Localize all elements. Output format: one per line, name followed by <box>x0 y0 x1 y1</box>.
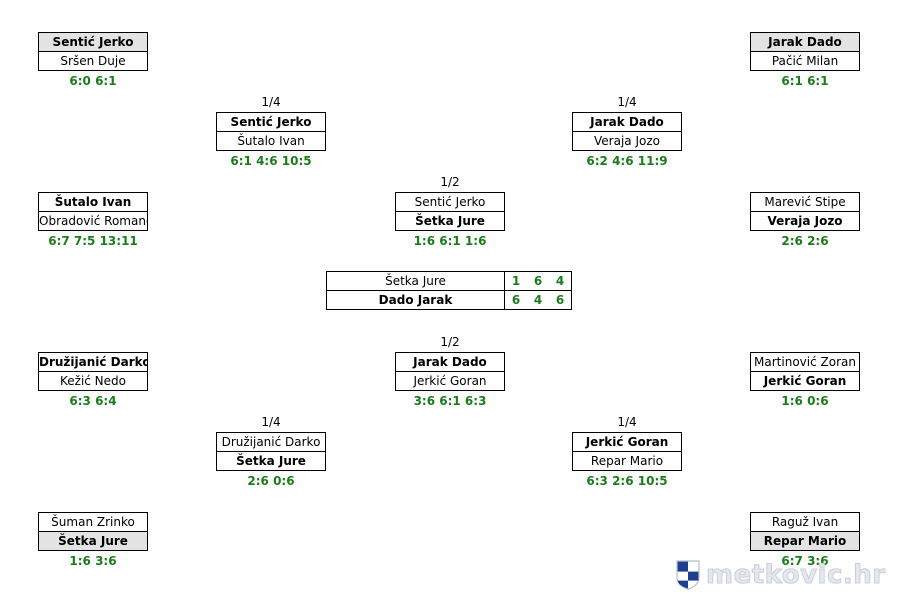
player-name: Šutalo Ivan <box>217 131 325 150</box>
set-score: 6 <box>533 274 543 288</box>
player-name: Jerkić Goran <box>396 371 504 390</box>
player-name: Martinović Zoran <box>754 355 856 369</box>
match-box: Sentić Jerko Šutalo Ivan <box>216 112 326 151</box>
match-score: 1:6 0:6 <box>781 394 829 408</box>
player-name: Jarak Dado <box>751 33 859 51</box>
player-name: Sentić Jerko <box>39 33 147 51</box>
player-name: Repar Mario <box>573 451 681 470</box>
player-name: Sentić Jerko <box>414 195 486 209</box>
match-r1-bottom-left-1: Družijanić Darko Kežić Nedo 6:3 6:4 <box>38 352 148 411</box>
player-name: Šuman Zrinko <box>51 515 135 529</box>
match-box: Šuman Zrinko Šetka Jure <box>38 512 148 551</box>
match-qf-bottom-left: 1/4 Družijanić Darko Šetka Jure 2:6 0:6 <box>216 415 326 491</box>
player-name: Jerkić Goran <box>585 435 669 449</box>
final-player-name: Dado Jarak <box>326 290 505 310</box>
player-name: Šetka Jure <box>39 531 147 550</box>
match-score: 6:7 7:5 13:11 <box>48 234 138 248</box>
match-score: 1:6 3:6 <box>69 554 117 568</box>
match-score: 1:6 6:1 1:6 <box>413 234 487 248</box>
player-name: Jerkić Goran <box>751 371 859 390</box>
round-label: 1/4 <box>261 95 281 109</box>
match-r1-top-right-2: Marević Stipe Veraja Jozo 2:6 2:6 <box>750 192 860 251</box>
match-r1-top-right-1: Jarak Dado Pačić Milan 6:1 6:1 <box>750 32 860 91</box>
player-name: Sršen Duje <box>39 51 147 70</box>
match-box: Jarak Dado Pačić Milan <box>750 32 860 71</box>
match-score: 6:3 2:6 10:5 <box>586 474 668 488</box>
player-name: Pačić Milan <box>751 51 859 70</box>
set-score: 4 <box>555 274 565 288</box>
set-score: 6 <box>511 293 521 307</box>
set-score: 4 <box>533 293 543 307</box>
match-qf-top-right: 1/4 Jarak Dado Veraja Jozo 6:2 4:6 11:9 <box>572 95 682 171</box>
round-label: 1/4 <box>261 415 281 429</box>
match-score: 6:1 6:1 <box>781 74 829 88</box>
player-name: Družijanić Darko <box>39 355 147 369</box>
round-label: 1/4 <box>617 95 637 109</box>
player-name: Šutalo Ivan <box>54 195 132 209</box>
match-box: Družijanić Darko Kežić Nedo <box>38 352 148 391</box>
match-box: Jarak Dado Jerkić Goran <box>395 352 505 391</box>
match-sf-top: 1/2 Sentić Jerko Šetka Jure 1:6 6:1 1:6 <box>395 175 505 251</box>
player-name: Jarak Dado <box>590 115 664 129</box>
match-box: Družijanić Darko Šetka Jure <box>216 432 326 471</box>
match-r1-bottom-left-2: Šuman Zrinko Šetka Jure 1:6 3:6 <box>38 512 148 571</box>
player-name: Šetka Jure <box>396 211 504 230</box>
round-label: 1/4 <box>617 415 637 429</box>
match-r1-bottom-right-2: Raguž Ivan Repar Mario 6:7 3:6 <box>750 512 860 571</box>
match-box: Jarak Dado Veraja Jozo <box>572 112 682 151</box>
match-score: 6:1 4:6 10:5 <box>230 154 312 168</box>
match-box: Marević Stipe Veraja Jozo <box>750 192 860 231</box>
match-score: 3:6 6:1 6:3 <box>413 394 487 408</box>
set-score: 1 <box>511 274 521 288</box>
round-label: 1/2 <box>440 175 460 189</box>
player-name: Obradović Romano <box>39 211 147 230</box>
match-qf-top-left: 1/4 Sentić Jerko Šutalo Ivan 6:1 4:6 10:… <box>216 95 326 171</box>
match-r1-bottom-right-1: Martinović Zoran Jerkić Goran 1:6 0:6 <box>750 352 860 411</box>
player-name: Marević Stipe <box>764 195 846 209</box>
player-name: Kežić Nedo <box>39 371 147 390</box>
match-score: 6:0 6:1 <box>69 74 117 88</box>
match-r1-top-left-2: Šutalo Ivan Obradović Romano 6:7 7:5 13:… <box>38 192 148 251</box>
match-score: 2:6 0:6 <box>247 474 295 488</box>
match-score: 6:2 4:6 11:9 <box>586 154 668 168</box>
player-name: Raguž Ivan <box>771 515 839 529</box>
player-name: Repar Mario <box>751 531 859 550</box>
match-box: Martinović Zoran Jerkić Goran <box>750 352 860 391</box>
player-name: Sentić Jerko <box>230 115 312 129</box>
player-name: Veraja Jozo <box>573 131 681 150</box>
player-name: Družijanić Darko <box>221 435 321 449</box>
player-name: Jarak Dado <box>413 355 487 369</box>
player-name: Šetka Jure <box>217 451 325 470</box>
match-sf-bottom: 1/2 Jarak Dado Jerkić Goran 3:6 6:1 6:3 <box>395 335 505 411</box>
match-box: Raguž Ivan Repar Mario <box>750 512 860 551</box>
player-name: Veraja Jozo <box>751 211 859 230</box>
round-label: 1/2 <box>440 335 460 349</box>
match-box: Jerkić Goran Repar Mario <box>572 432 682 471</box>
watermark-text: metkovic.hr <box>706 560 886 591</box>
match-box: Sentić Jerko Šetka Jure <box>395 192 505 231</box>
match-r1-top-left-1: Sentić Jerko Sršen Duje 6:0 6:1 <box>38 32 148 91</box>
set-score: 6 <box>555 293 565 307</box>
match-score: 6:7 3:6 <box>781 554 829 568</box>
shield-icon <box>676 560 700 590</box>
watermark: metkovic.hr <box>676 558 896 592</box>
match-box: Šutalo Ivan Obradović Romano <box>38 192 148 231</box>
match-box: Sentić Jerko Sršen Duje <box>38 32 148 71</box>
final-player-name: Šetka Jure <box>326 271 505 291</box>
match-score: 6:3 6:4 <box>69 394 117 408</box>
match-score: 2:6 2:6 <box>781 234 829 248</box>
match-qf-bottom-right: 1/4 Jerkić Goran Repar Mario 6:3 2:6 10:… <box>572 415 682 491</box>
